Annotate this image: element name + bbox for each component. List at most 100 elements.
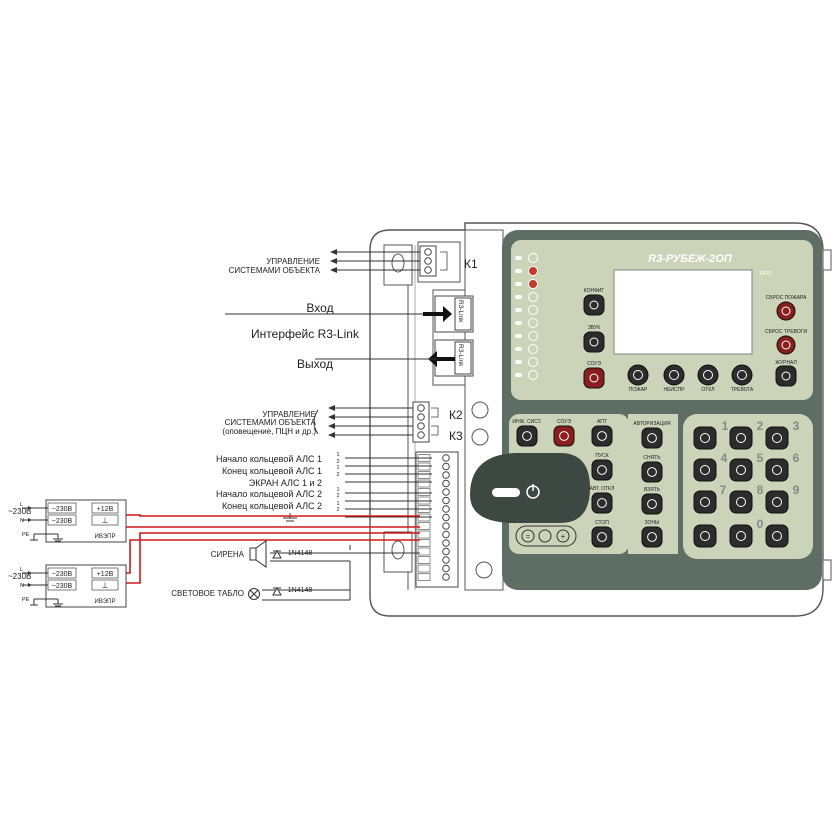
button-arm-shape[interactable]	[641, 493, 663, 515]
key-shape[interactable]	[729, 426, 753, 450]
psu-out-ground: ⊥	[102, 516, 109, 525]
button-apt-shape[interactable]	[591, 425, 613, 447]
button-shape[interactable]	[775, 365, 797, 387]
button-fault-shape[interactable]	[663, 364, 685, 386]
button-disabled[interactable]: ОТКЛ	[697, 364, 719, 393]
button-shape[interactable]	[583, 367, 605, 389]
right-button-column: СБРОС ПОЖАРА СБРОС ТРЕВОГИ ЖУРНАЛ	[765, 295, 807, 387]
button-zones[interactable]: ЗОНЫ	[641, 520, 663, 548]
button-alarm[interactable]: ТРЕВОГА	[731, 364, 754, 393]
button-soue[interactable]: СОУЭ	[583, 361, 605, 389]
button-auto-off-shape[interactable]	[591, 492, 613, 514]
key-shape[interactable]	[729, 524, 753, 548]
button-label: СБРОС ПОЖАРА	[766, 295, 807, 301]
button-disarm-shape[interactable]	[641, 461, 663, 483]
button-stop-shape[interactable]	[591, 526, 613, 548]
button-reset-fire[interactable]: СБРОС ПОЖАРА	[766, 295, 807, 321]
mode-switch[interactable]: = +	[521, 529, 570, 543]
button-shape[interactable]	[776, 335, 796, 355]
terminal-slot	[417, 564, 431, 573]
button-eng-systems[interactable]: ИНЖ. СИСТ.	[512, 419, 542, 447]
rfid-reader-slot	[492, 488, 520, 497]
button-config[interactable]: КОНФИГ	[583, 288, 605, 316]
button-fire[interactable]: ПОЖАР	[627, 364, 649, 393]
key-up[interactable]	[729, 426, 753, 450]
led-indicator	[515, 256, 522, 260]
button-arm[interactable]: ВЗЯТЬ	[641, 487, 663, 515]
button-apt[interactable]: АПТ	[591, 419, 613, 447]
button-start-shape[interactable]	[591, 459, 613, 481]
keypad-number: 3	[793, 419, 800, 433]
key-menu[interactable]	[729, 458, 753, 482]
label-output: Выход	[297, 357, 333, 371]
button-soue[interactable]: СОУЭ	[553, 419, 575, 447]
button-apt-label: АПТ	[597, 419, 607, 425]
label-PE: PE	[22, 597, 30, 603]
button-disabled-shape[interactable]	[697, 364, 719, 386]
terminal-screw	[442, 505, 450, 513]
key-right[interactable]	[765, 458, 789, 482]
label-als-3: ЭКРАН АЛС 1 и 2	[249, 478, 322, 488]
button-stop[interactable]: СТОП	[591, 520, 613, 548]
psu-name: ИВЭПР	[95, 534, 116, 540]
button-alarm-shape[interactable]	[731, 364, 753, 386]
menu-icon	[736, 465, 746, 475]
key-shape[interactable]	[693, 524, 717, 548]
key-shape[interactable]	[765, 426, 789, 450]
label-L: L	[20, 502, 23, 508]
button-start[interactable]: ПУСК	[591, 453, 613, 481]
button-soue-label: СОУЭ	[557, 419, 571, 425]
key-back[interactable]	[693, 490, 717, 514]
button-authorization-label: АВТОРИЗАЦИЯ	[633, 421, 671, 427]
key-delete[interactable]	[693, 524, 717, 548]
button-authorization-shape[interactable]	[641, 427, 663, 449]
button-sound[interactable]: ЗВУК	[583, 325, 605, 353]
terminal-screw	[442, 564, 450, 573]
button-label: ЖУРНАЛ	[775, 360, 797, 366]
terminal-screw	[442, 522, 450, 530]
button-disabled-icon	[703, 370, 713, 380]
button-disarm[interactable]: СНЯТЬ	[641, 455, 663, 483]
button-journal[interactable]: ЖУРНАЛ	[775, 360, 797, 387]
button-auto-off[interactable]: АВТ. ОТКЛ	[590, 486, 615, 514]
key-shape[interactable]	[765, 458, 789, 482]
button-soue-shape[interactable]	[553, 425, 575, 447]
button-shape[interactable]	[776, 301, 796, 321]
label-light-board: СВЕТОВОЕ ТАБЛО	[171, 589, 244, 598]
button-authorization[interactable]: АВТОРИЗАЦИЯ	[633, 421, 671, 449]
key-shape[interactable]	[765, 490, 789, 514]
key-document[interactable]	[729, 524, 753, 548]
key-home[interactable]	[693, 426, 717, 450]
key-shape[interactable]	[729, 490, 753, 514]
button-arm-label: ВЗЯТЬ	[644, 487, 661, 493]
terminal-slot	[417, 471, 431, 479]
button-reset-alarm[interactable]: СБРОС ТРЕВОГИ	[765, 329, 807, 355]
key-shape[interactable]	[693, 458, 717, 482]
button-fault[interactable]: НЕИСПР	[663, 364, 685, 393]
key-left[interactable]	[693, 458, 717, 482]
key-down[interactable]	[729, 490, 753, 514]
terminal-screw	[442, 539, 450, 547]
key-enter[interactable]	[765, 524, 789, 548]
diode-icon	[272, 549, 282, 559]
button-shape[interactable]	[583, 294, 605, 316]
relay-k3-label: К3	[449, 429, 463, 443]
key-double-down[interactable]	[765, 490, 789, 514]
terminal-screw	[442, 556, 450, 564]
psu-out-ground: ⊥	[102, 581, 109, 590]
button-icon	[781, 371, 791, 381]
terminal-screw	[442, 547, 450, 556]
button-shape[interactable]	[583, 331, 605, 353]
key-shape[interactable]	[693, 426, 717, 450]
key-shape[interactable]	[693, 490, 717, 514]
button-fire-shape[interactable]	[627, 364, 649, 386]
relay-k2-k3-terminals: К2 К3	[412, 401, 463, 443]
key-shape[interactable]	[765, 524, 789, 548]
key-double-up[interactable]	[765, 426, 789, 450]
power-wire	[117, 514, 420, 517]
button-icon	[781, 306, 791, 316]
key-shape[interactable]	[729, 458, 753, 482]
terminal-screw	[442, 573, 450, 581]
button-zones-shape[interactable]	[641, 526, 663, 548]
button-eng-systems-shape[interactable]	[516, 425, 538, 447]
